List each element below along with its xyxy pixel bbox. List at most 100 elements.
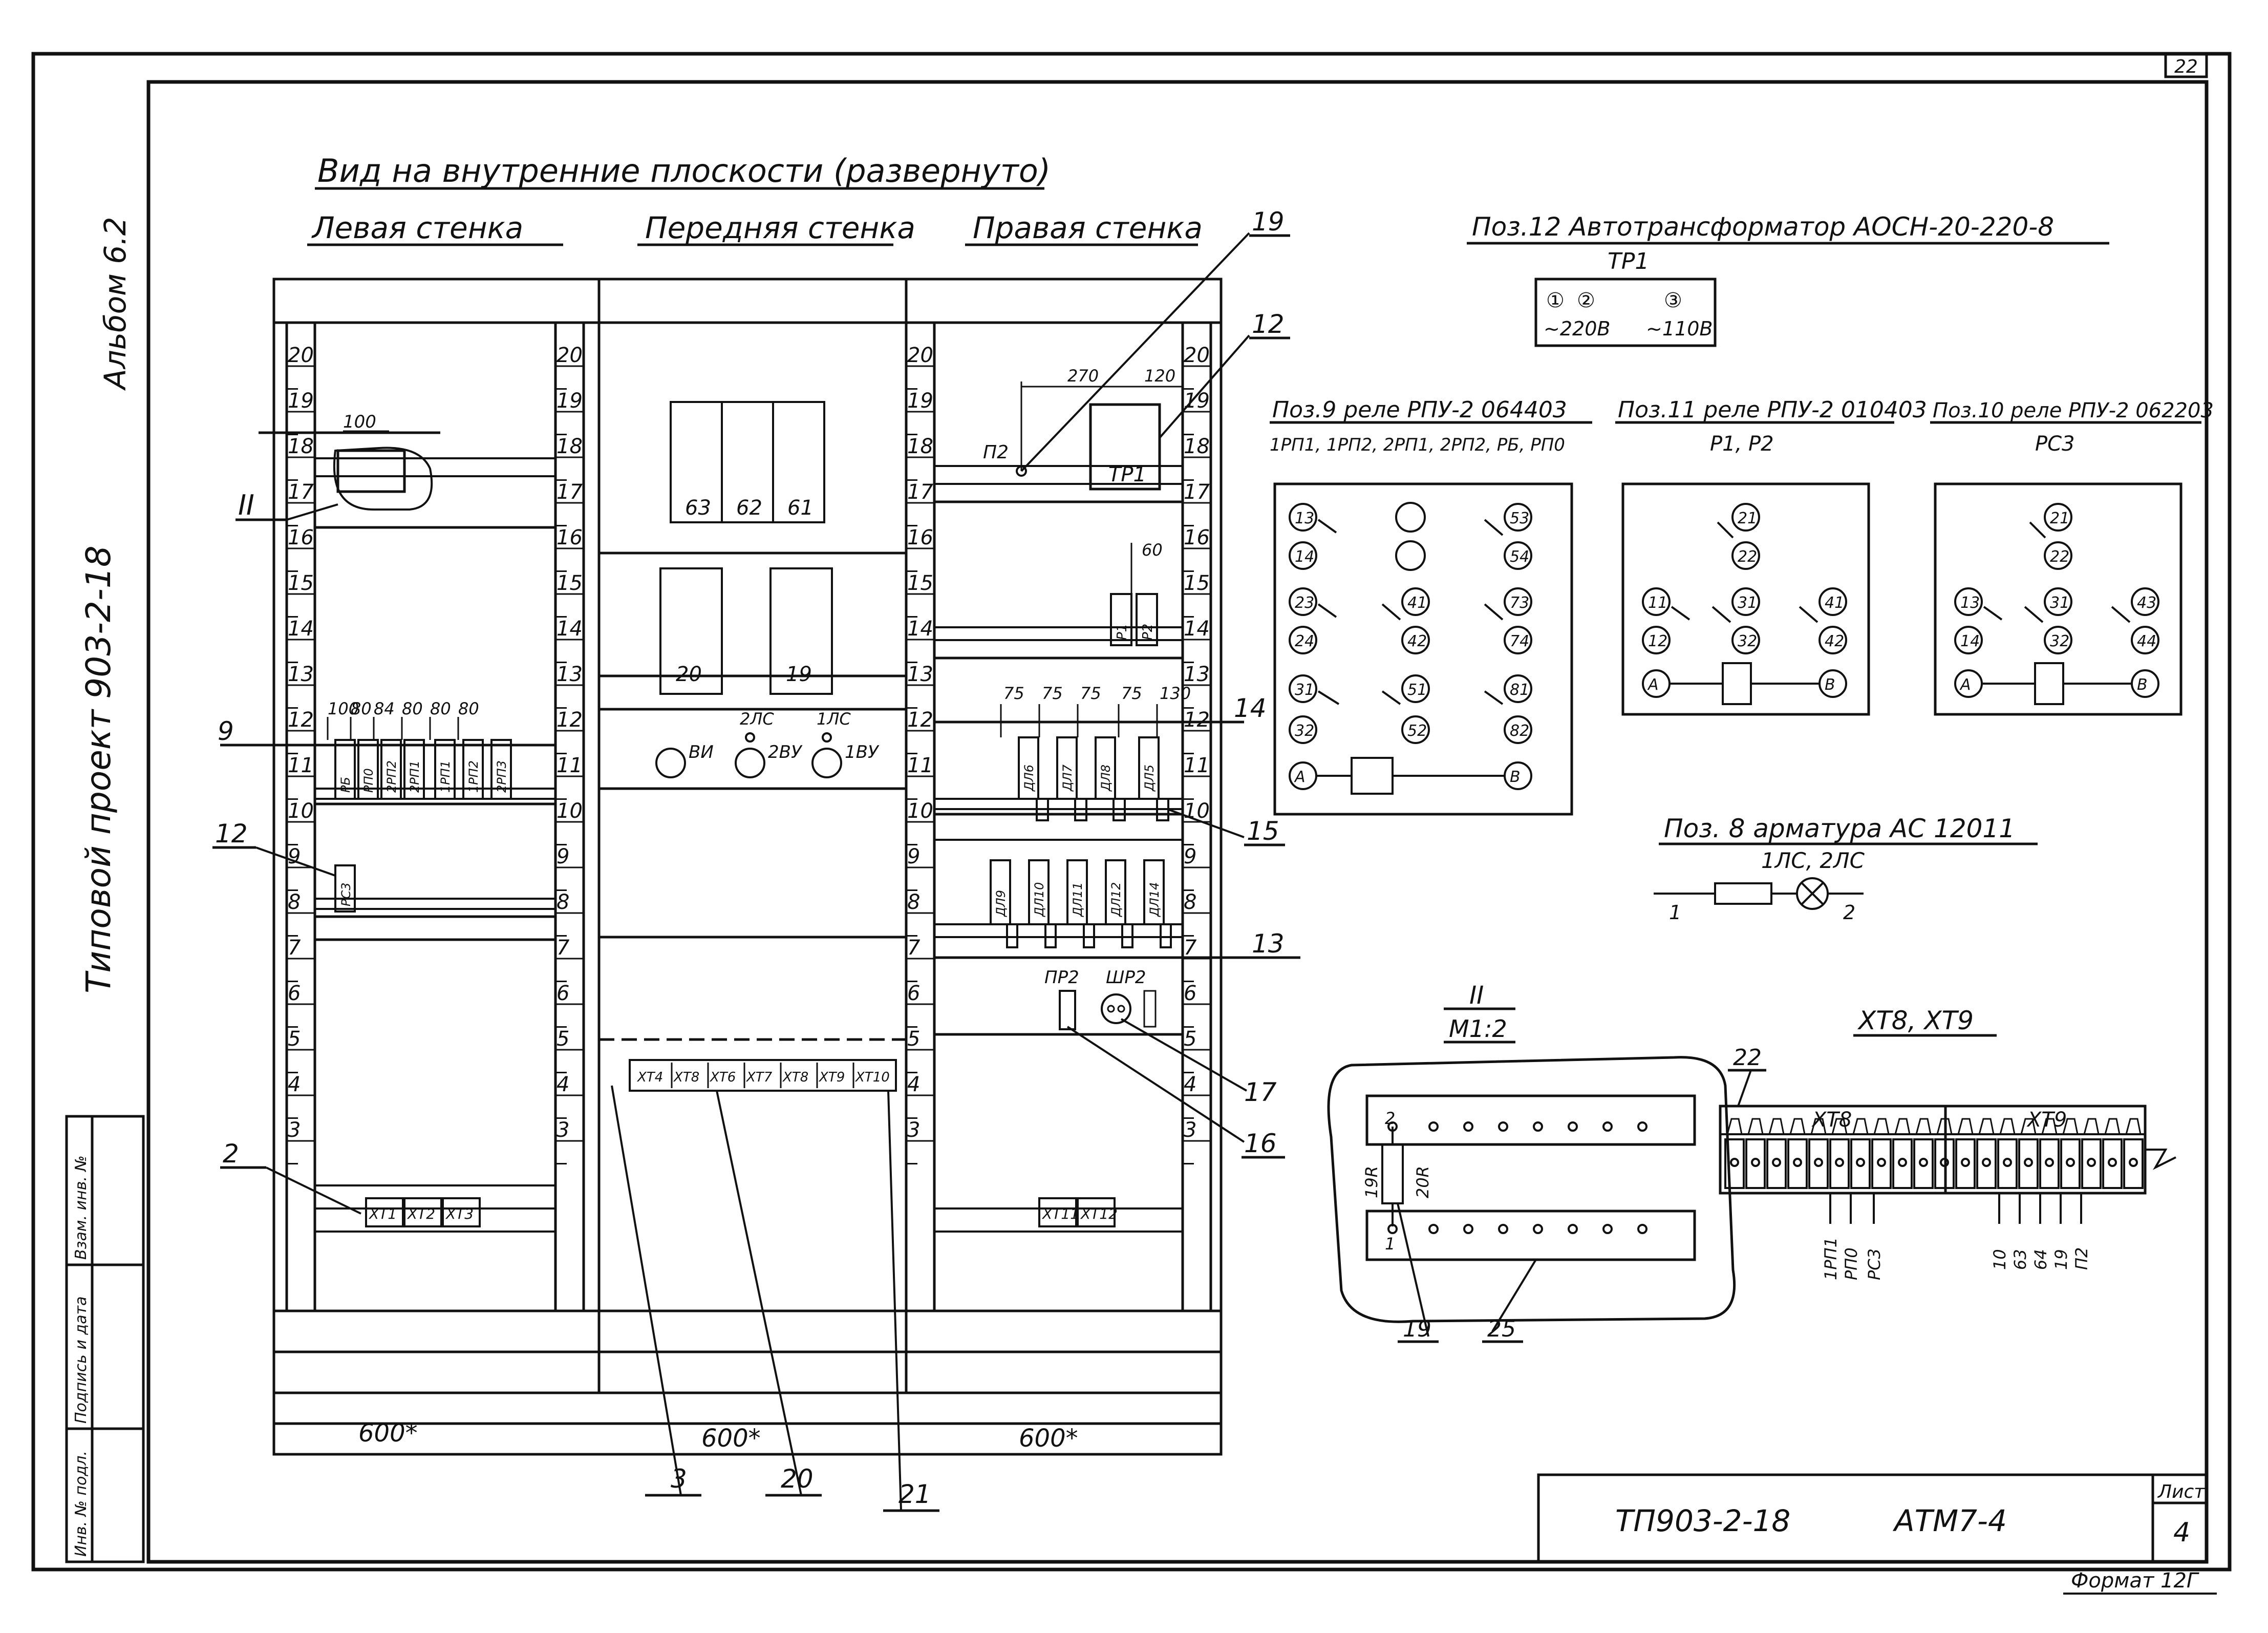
relay-dim-left: 80	[430, 699, 451, 718]
scale-number-7: 7	[288, 936, 301, 960]
scale-number-8: 8	[907, 890, 920, 914]
relay-box	[434, 739, 456, 800]
xt-cell-top	[2062, 1118, 2079, 1135]
callout-13: 13	[1252, 929, 1285, 959]
autotransformer-legend: Поз.12 Автотрансформатор АОСН-20-220-8 Т…	[1467, 212, 2109, 347]
detail-callout-19: 19	[1403, 1316, 1431, 1342]
front-block-label-20: 20	[676, 663, 702, 686]
lamp-label-ВИ: ВИ	[689, 742, 714, 762]
relay10-sub: РС3	[2035, 432, 2075, 456]
dim-60: 60	[1142, 540, 1163, 560]
scale-number-9: 9	[907, 845, 920, 868]
xt-cell-top	[1957, 1118, 1974, 1135]
contact-label-31: 31	[1738, 594, 1757, 612]
relay-label-Р1: Р1	[1115, 624, 1130, 640]
relay9-sub: 1РП1, 1РП2, 2РП1, 2РП2, РБ, РП0	[1270, 435, 1565, 455]
scale-number-12: 12	[907, 708, 933, 732]
contact-label-82: 82	[1510, 722, 1529, 740]
scale-number-14: 14	[557, 617, 583, 641]
detail-hole	[1428, 1224, 1439, 1234]
scale-number-15: 15	[288, 571, 314, 595]
xt-cell-screw	[1961, 1158, 1970, 1167]
lamp-top-label-1ЛС: 1ЛС	[817, 709, 851, 729]
xt-cell-screw	[2066, 1158, 2075, 1167]
front-terminal-label-ХТ7: ХТ7	[745, 1070, 773, 1085]
contact-54	[1504, 541, 1532, 570]
scale-number-7: 7	[1184, 936, 1197, 960]
scale-number-8: 8	[288, 890, 301, 914]
relay-dim-right: 75	[1042, 684, 1063, 703]
scale-number-11: 11	[907, 754, 933, 777]
stamp-col-2: Подпись и дата	[72, 1297, 90, 1424]
xt-cell-screw	[2003, 1158, 2012, 1167]
terminal-label-ХТ1: ХТ1	[368, 1205, 397, 1222]
relay-dim-right: 75	[1121, 684, 1142, 703]
contact-32	[1731, 626, 1760, 654]
dim-120: 120	[1144, 366, 1175, 386]
contact-label-24: 24	[1295, 632, 1314, 650]
fuse-pr2	[1059, 990, 1076, 1030]
xt-cell-screw	[2129, 1158, 2138, 1167]
scale-number-5: 5	[907, 1027, 920, 1051]
autotr-volt-110: ~110В	[1646, 317, 1713, 340]
scale-number-9: 9	[1184, 845, 1196, 868]
xt-cell	[2081, 1138, 2102, 1189]
contact-label-32: 32	[2050, 632, 2069, 650]
xt-cell	[1934, 1138, 1955, 1189]
detail-hole	[1602, 1224, 1613, 1234]
callout-2: 2	[223, 1139, 239, 1169]
contact-label-31: 31	[2050, 594, 2069, 612]
contact-label-54: 54	[1510, 548, 1529, 566]
xt-cell-top	[1726, 1118, 1743, 1135]
contact-label-21: 21	[2050, 510, 2069, 527]
contact-label-14: 14	[1960, 632, 1980, 650]
title-block	[1537, 1473, 2208, 1563]
relay9-title: Поз.9 реле РПУ-2 064403	[1272, 397, 1567, 423]
front-block	[769, 567, 833, 695]
scale-number-8: 8	[557, 890, 569, 914]
stamp-columns	[65, 1115, 145, 1563]
relay-label-1РП2: 1РП2	[466, 760, 481, 793]
contact-label-44: 44	[2137, 632, 2156, 650]
xt-cell-screw	[1898, 1158, 1907, 1167]
contact-label-74: 74	[1510, 632, 1529, 650]
stamp-col-1: Инв. № подл.	[72, 1451, 90, 1557]
front-block	[659, 567, 723, 695]
lamp-point	[745, 732, 755, 743]
xt-cell	[1871, 1138, 1892, 1189]
contact-label-51: 51	[1407, 681, 1427, 699]
xt-cell	[1913, 1138, 1934, 1189]
relay-box	[1028, 859, 1050, 925]
xt-cell	[1976, 1138, 1997, 1189]
scale-number-13: 13	[1184, 663, 1210, 686]
lamp-label-1ВУ: 1ВУ	[845, 742, 880, 762]
relay-label-Р2: Р2	[1140, 624, 1156, 640]
tp1-box	[1089, 403, 1161, 491]
relay-box	[403, 739, 425, 800]
contact-21	[2044, 503, 2072, 532]
xt-cell-top	[1978, 1118, 1995, 1135]
relay-label-ДЛ9: ДЛ9	[994, 890, 1008, 917]
stamp-col-3: Взам. инв. №	[72, 1155, 90, 1260]
contact-label-81: 81	[1510, 681, 1529, 699]
contact-13	[1289, 503, 1317, 532]
wall-right-label: Правая стенка	[973, 210, 1203, 245]
relay11-legend: Поз.11 реле РПУ-2 010403 Р1, Р2 21221112…	[1615, 397, 1927, 716]
xt-cell-screw	[1751, 1158, 1760, 1167]
relay-socket	[1074, 798, 1087, 821]
autotr-term-1: ①	[1546, 289, 1565, 312]
xt-cell-screw	[1919, 1158, 1928, 1167]
scale-number-12: 12	[288, 708, 314, 732]
contact-13	[1954, 587, 1983, 616]
contact-53	[1504, 503, 1532, 532]
xt-cell	[1955, 1138, 1976, 1189]
relay-label-ДЛ6: ДЛ6	[1022, 765, 1036, 792]
indicator-2	[1395, 540, 1426, 571]
xt9-wire-label-64: 64	[2031, 1249, 2050, 1270]
